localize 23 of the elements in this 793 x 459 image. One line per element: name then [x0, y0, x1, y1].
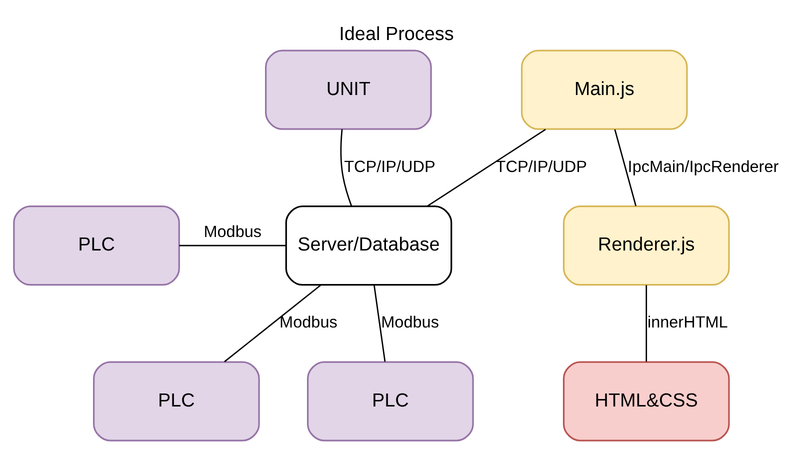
connector — [646, 284, 648, 362]
node-box: Server/Database — [285, 204, 452, 286]
edge-label: TCP/IP/UDP — [344, 157, 436, 176]
connector — [614, 128, 637, 206]
node-box: Main.js — [520, 49, 688, 130]
node-box: PLC — [13, 204, 180, 286]
node-box: HTML&CSS — [562, 360, 730, 441]
node-box: PLC — [306, 360, 474, 441]
connector — [224, 284, 322, 362]
connector — [373, 284, 386, 362]
edge-label: innerHTML — [647, 313, 728, 332]
connector — [179, 244, 286, 246]
node-box: UNIT — [265, 49, 432, 130]
edge-label: Modbus — [381, 313, 439, 332]
connector — [426, 128, 546, 206]
connector — [340, 128, 352, 206]
edge-label: Modbus — [204, 222, 262, 240]
node-box: PLC — [93, 360, 260, 441]
edge-label: IpcMain/IpcRenderer — [628, 157, 779, 176]
edge-label: Modbus — [280, 313, 338, 332]
diagram-title: Ideal Process — [339, 24, 454, 44]
edge-label: TCP/IP/UDP — [496, 157, 588, 176]
node-box: Renderer.js — [562, 204, 730, 286]
